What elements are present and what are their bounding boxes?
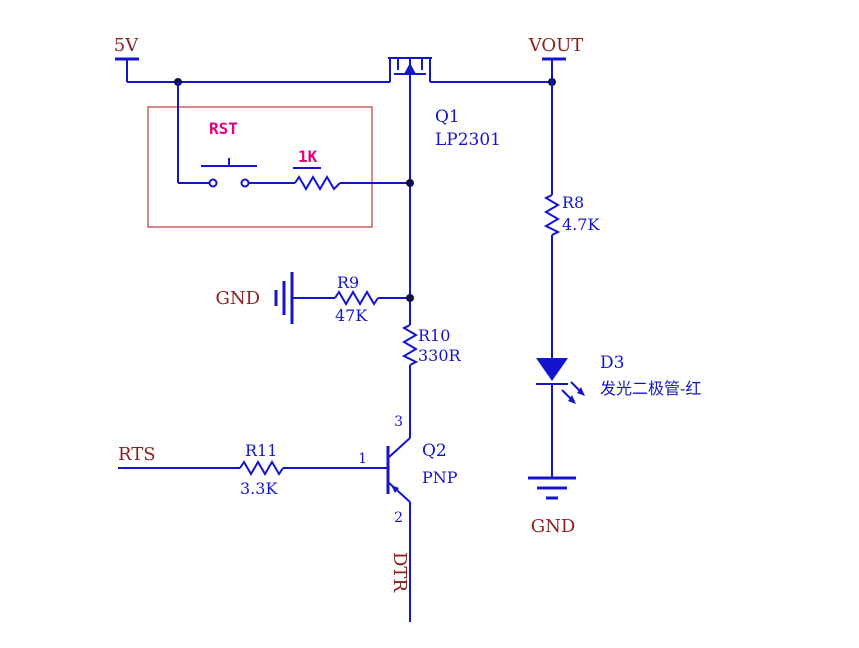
led-emission-arrowhead-2 <box>577 387 585 396</box>
gnd-bottom: GND <box>528 476 576 537</box>
r8-zigzag <box>543 194 561 236</box>
d3-led: D3 发光二极管-红 <box>536 353 701 478</box>
reset-resistor-zigzag <box>294 175 341 191</box>
net-label-rts: RTS <box>118 444 156 465</box>
power-port-vout: VOUT <box>528 35 584 82</box>
led-emission-arrowhead-1 <box>568 395 576 404</box>
net-label-dtr: DTR <box>389 552 410 592</box>
top-rail <box>127 78 556 86</box>
q2-pin3-label: 3 <box>394 414 403 430</box>
q2-pin1-label: 1 <box>358 451 367 467</box>
q2-collector-diag <box>387 437 411 459</box>
r8-ref-label: R8 <box>562 193 584 212</box>
rts-r11: RTS R11 3.3K <box>118 441 388 498</box>
r10-zigzag <box>401 324 419 366</box>
r11-ref-label: R11 <box>245 441 277 460</box>
r10-ref-label: R10 <box>418 326 450 345</box>
q1-body-arrow <box>404 63 416 74</box>
highlight-box <box>147 106 373 228</box>
q2-type-label: PNP <box>422 468 458 487</box>
r9-ref-label: R9 <box>337 273 359 292</box>
q2-emitter-arrow <box>391 485 399 493</box>
gnd-left-r9: GND R9 47K <box>215 272 414 325</box>
q1-ref-label: Q1 <box>435 107 460 127</box>
r8-value-label: 4.7K <box>562 215 600 234</box>
r10-value-label: 330R <box>418 346 462 365</box>
d3-description-label: 发光二极管-红 <box>600 379 701 398</box>
button-contact-right <box>240 178 250 188</box>
reset-section: RST 1K <box>147 82 414 228</box>
junction-dot-r9 <box>406 294 414 302</box>
r11-zigzag <box>239 460 284 476</box>
rst-label: RST <box>209 119 238 138</box>
net-label-gnd-left: GND <box>215 288 260 309</box>
r10-resistor: R10 330R <box>401 324 462 438</box>
net-label-5v: 5V <box>114 35 139 56</box>
reset-resistor-value-label: 1K <box>298 147 318 166</box>
d3-ref-label: D3 <box>600 353 624 373</box>
q2-emitter-diag <box>387 481 411 503</box>
q1-mosfet: Q1 LP2301 <box>388 57 501 325</box>
r9-zigzag <box>334 290 379 306</box>
net-label-vout: VOUT <box>528 35 584 56</box>
r9-value-label: 47K <box>335 306 368 325</box>
r11-value-label: 3.3K <box>240 479 278 498</box>
q1-part-label: LP2301 <box>435 130 501 150</box>
q2-transistor: 3 1 2 Q2 PNP <box>358 414 458 622</box>
r8-resistor: R8 4.7K <box>543 82 600 358</box>
q2-pin2-label: 2 <box>394 510 403 526</box>
q2-ref-label: Q2 <box>422 441 447 461</box>
junction-dot-gate <box>406 179 414 187</box>
led-triangle <box>536 358 568 381</box>
power-port-5v: 5V <box>114 35 139 82</box>
net-label-gnd-bottom: GND <box>531 516 576 537</box>
button-contact-left <box>208 178 218 188</box>
